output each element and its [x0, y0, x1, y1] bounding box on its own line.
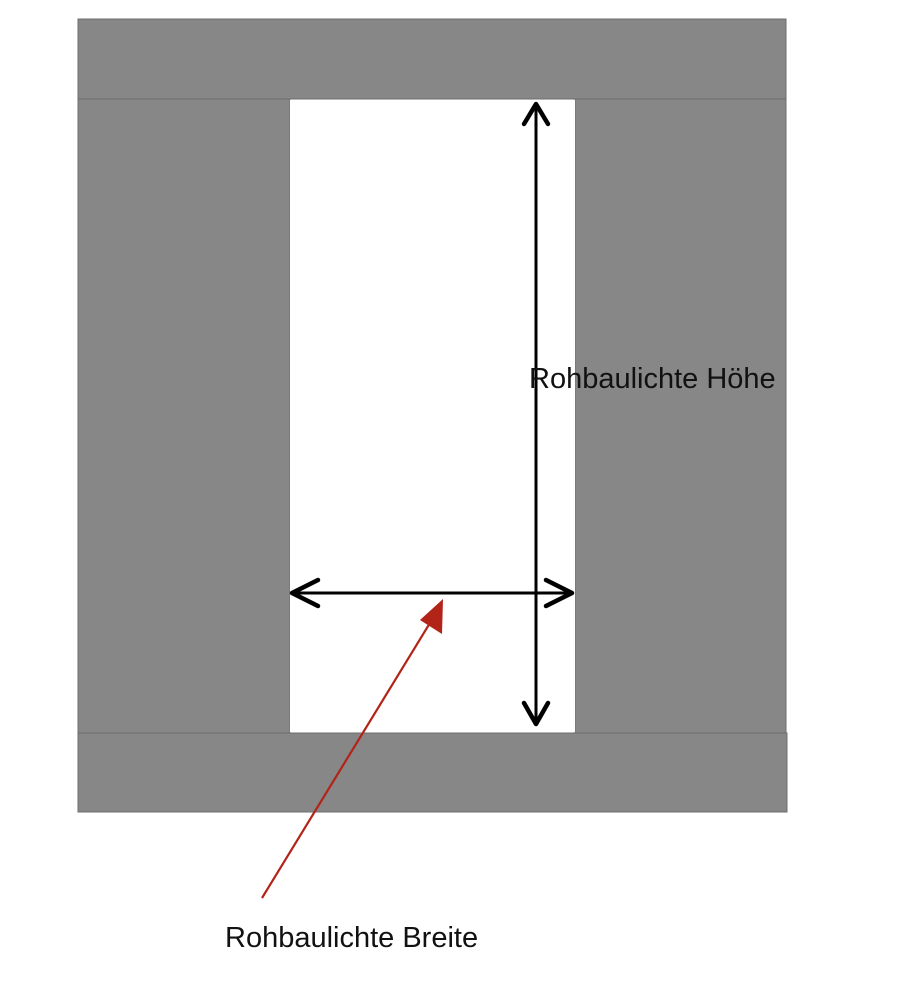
width-pointer-arrow: [261, 599, 443, 899]
height-dimension-arrow: [521, 101, 551, 727]
width-pointer-line: [261, 617, 434, 899]
width-arrowhead-right: [543, 577, 575, 609]
width-pointer-arrowhead: [420, 599, 443, 634]
width-dimension-arrow: [289, 577, 575, 609]
wall-opening: [290, 100, 575, 732]
width-label: Rohbaulichte Breite: [225, 922, 478, 954]
height-label: Rohbaulichte Höhe: [529, 363, 776, 395]
bottom-sill: [77, 732, 788, 813]
left-wall: [77, 98, 291, 734]
height-arrowhead-bottom: [521, 700, 551, 727]
height-arrowhead-top: [521, 101, 551, 127]
top-lintel: [77, 18, 787, 100]
width-arrowhead-left: [289, 577, 321, 609]
right-wall: [574, 98, 787, 734]
